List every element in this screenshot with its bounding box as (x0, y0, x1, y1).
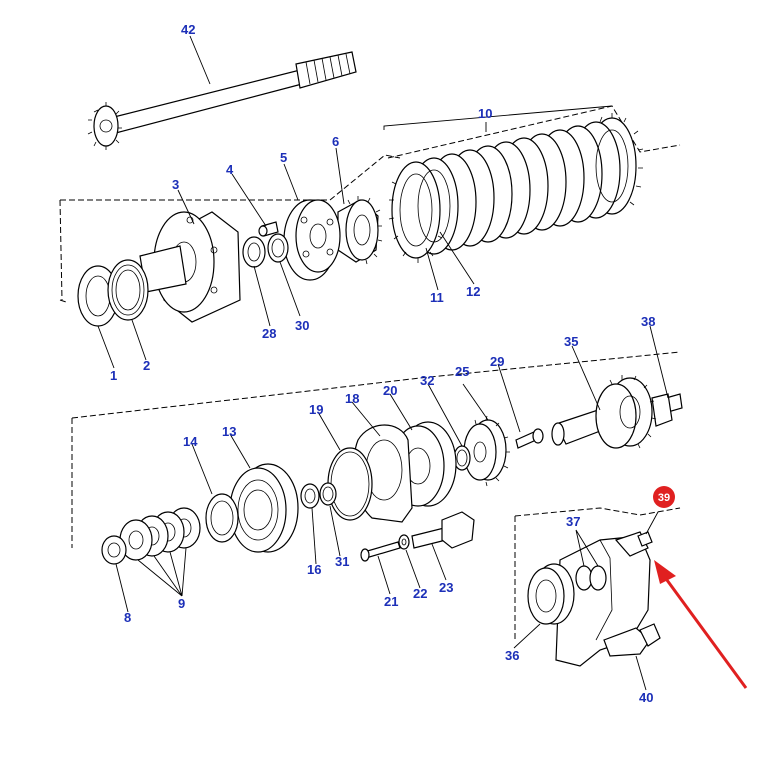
label-30: 30 (295, 318, 309, 333)
label-16: 16 (307, 562, 321, 577)
label-4: 4 (226, 162, 234, 177)
part-42-shaft (87, 51, 357, 150)
highlight-badge-39: 39 (653, 486, 675, 508)
label-6: 6 (332, 134, 339, 149)
label-29: 29 (490, 354, 504, 369)
label-14: 14 (183, 434, 198, 449)
label-37: 37 (566, 514, 580, 529)
part-39-plug (637, 531, 653, 547)
label-32: 32 (420, 373, 434, 388)
part-14-seal (205, 493, 239, 543)
part-25-gear (463, 415, 510, 487)
label-23: 23 (439, 580, 453, 595)
part-8-washer (101, 535, 127, 565)
label-38: 38 (641, 314, 655, 329)
label-8: 8 (124, 610, 131, 625)
label-42: 42 (181, 22, 195, 37)
part-13-piston (229, 463, 299, 553)
group-frame-middle (71, 351, 681, 548)
part-28-bearing (242, 236, 266, 268)
label-25: 25 (455, 364, 469, 379)
callout-labels: 42 10 6 5 4 3 11 12 28 30 1 2 38 35 29 2… (110, 22, 655, 705)
label-31: 31 (335, 554, 349, 569)
label-11: 11 (430, 290, 444, 305)
part-21-bolt (360, 541, 401, 562)
label-35: 35 (564, 334, 578, 349)
label-2: 2 (143, 358, 150, 373)
part-19-ring (327, 447, 373, 521)
label-12: 12 (466, 284, 480, 299)
part-23-valve (411, 511, 475, 549)
part-36-bearing (527, 563, 575, 625)
label-36: 36 (505, 648, 519, 663)
label-22: 22 (413, 586, 427, 601)
part-40-sensor (603, 623, 661, 657)
group-frame-bottom-right (514, 507, 681, 640)
label-10: 10 (478, 106, 492, 121)
part-9-springs (119, 507, 201, 561)
part-3-drum-housing (139, 211, 241, 323)
part-5-carrier (283, 199, 341, 281)
part-30-ring (267, 233, 289, 263)
label-9: 9 (178, 596, 185, 611)
label-40: 40 (639, 690, 653, 705)
leader-lines (97, 35, 669, 691)
part-22-washer (398, 534, 410, 550)
part-10-clutch-plates (388, 113, 644, 263)
label-28: 28 (262, 326, 276, 341)
label-39: 39 (658, 492, 670, 504)
label-20: 20 (383, 383, 397, 398)
label-1: 1 (110, 368, 117, 383)
label-18: 18 (345, 391, 359, 406)
part-29-bolt (515, 428, 544, 449)
label-19: 19 (309, 402, 323, 417)
part-35-shaft-gear (551, 375, 673, 449)
label-5: 5 (280, 150, 287, 165)
part-16-ring (300, 483, 320, 509)
label-13: 13 (222, 424, 236, 439)
part-2-bearing (107, 259, 149, 321)
part-31-ring (319, 482, 337, 506)
part-6-gear-hub (337, 196, 383, 265)
group-frame-top (59, 105, 681, 303)
label-3: 3 (172, 177, 179, 192)
label-21: 21 (384, 594, 398, 609)
highlight-arrow (654, 560, 748, 689)
part-37-rings (575, 565, 607, 591)
